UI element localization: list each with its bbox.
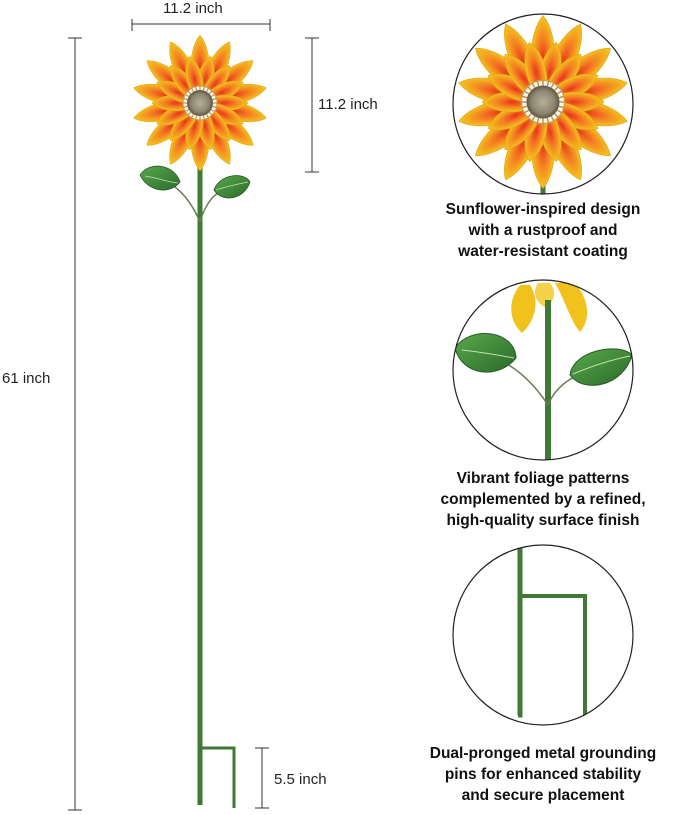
garden-stake: [139, 130, 251, 808]
leaf-icon: [139, 165, 181, 191]
pin-height-label: 5.5 inch: [274, 771, 327, 788]
flower-height-label: 11.2 inch: [318, 96, 378, 113]
dimension-lines: [68, 19, 319, 811]
flower-width-label: 11.2 inch: [163, 0, 223, 17]
detail-circle-leaves: [452, 279, 634, 461]
leaf-icon: [454, 333, 517, 373]
feature-caption-foliage: Vibrant foliage patterns complemented by…: [440, 470, 646, 529]
feature-caption-design: Sunflower-inspired design with a rustpro…: [445, 201, 641, 260]
ground-pin: [200, 746, 236, 808]
flower-center: [187, 90, 213, 116]
total-height-label: 61 inch: [2, 370, 51, 387]
detail-circle-flower: [452, 13, 634, 195]
detail-circle-ground-pin: [452, 544, 634, 726]
flower-center: [526, 85, 560, 119]
leaf-icon: [213, 175, 251, 199]
feature-caption-ground-pins: Dual-pronged metal grounding pins for en…: [429, 745, 657, 804]
sunflower-head: [133, 34, 267, 172]
